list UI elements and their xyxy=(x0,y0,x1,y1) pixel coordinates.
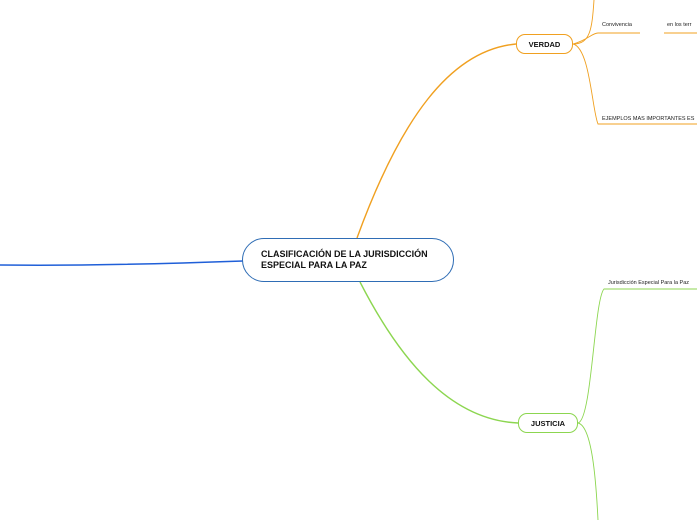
branch-verdad xyxy=(356,43,517,239)
justicia-sub-branches xyxy=(577,288,697,520)
topic-verdad[interactable]: VERDAD xyxy=(516,34,573,54)
subtopic-convivencia[interactable]: Convivencia xyxy=(602,22,632,28)
verdad-sub-branches xyxy=(572,0,697,125)
subtopic-ejemplos[interactable]: EJEMPLOS MAS IMPORTANTES ES xyxy=(602,116,695,122)
subtopic-jurisdiccion-especial[interactable]: Jurisdicción Especial Para la Paz xyxy=(608,280,690,286)
topic-justicia-label: JUSTICIA xyxy=(530,418,566,428)
branch-left xyxy=(0,260,244,267)
central-topic[interactable]: CLASIFICACIÓN DE LA JURISDICCIÓN ESPECIA… xyxy=(242,238,454,282)
subtopic-en-los-territorios[interactable]: en los terr xyxy=(667,22,692,28)
topic-justicia[interactable]: JUSTICIA xyxy=(518,413,578,433)
central-topic-label: CLASIFICACIÓN DE LA JURISDICCIÓN ESPECIA… xyxy=(261,249,428,270)
branch-justicia xyxy=(359,281,519,424)
topic-verdad-label: VERDAD xyxy=(528,39,561,49)
